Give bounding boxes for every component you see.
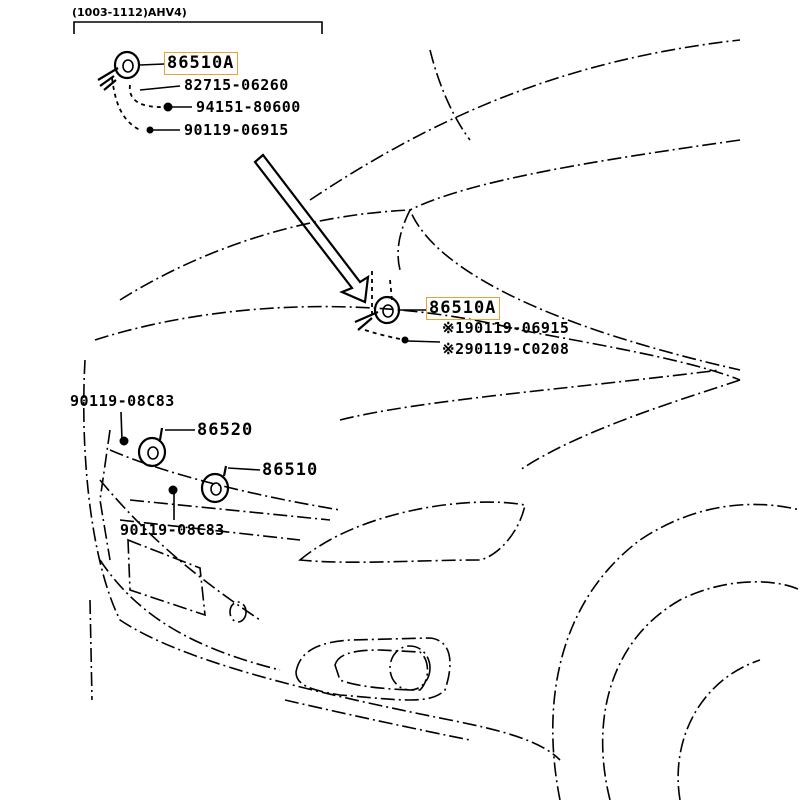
part-label-mid-horn[interactable]: 86510A [426,297,501,320]
mid-horn-icon [354,270,441,344]
part-label-top-clip[interactable]: 82715-06260 [184,76,289,94]
part-label-horn-low[interactable]: 86510 [262,460,319,480]
bumper-lower [99,559,281,671]
hood-bulge [397,209,411,271]
grille-side [99,479,261,621]
tire-outline [601,581,800,801]
windshield-edge [309,39,741,201]
grille-bar-2 [129,499,331,521]
wheel-arch [552,503,800,801]
bumper-outline [82,359,561,761]
horn-86520-icon [119,411,195,468]
part-label-top-nut[interactable]: 94151-80600 [196,98,301,116]
part-label-top-bolt[interactable]: 90119-06915 [184,121,289,139]
model-code-title: (1003-1112)AHV4) [72,6,187,19]
part-label-left-bolt-top[interactable]: 90119-08C83 [70,392,175,410]
tow-hook-cover [229,601,247,623]
top-horn-icon [97,50,192,134]
headlight [298,501,526,564]
grille-bar-1 [119,519,301,541]
fender-line [519,379,741,471]
bumper-corner [89,599,93,701]
part-label-top-horn[interactable]: 86510A [164,52,239,75]
fog-lamp-lens [389,645,431,691]
horn-86510-icon [168,465,261,520]
part-label-mid-bolt-1[interactable]: ※190119-06915 [442,319,570,337]
location-arrow [253,153,370,304]
fog-lamp-bezel [334,649,429,691]
part-label-left-bolt-bottom[interactable]: 90119-08C83 [120,521,225,539]
grille-left [99,429,111,561]
license-plate [127,538,206,617]
hood-lower-edge [94,305,741,381]
part-label-mid-bolt-2[interactable]: ※290119-C0208 [442,340,570,358]
wheel-rim [677,659,761,801]
cowl-line [409,139,741,211]
part-label-horn-high[interactable]: 86520 [197,420,254,440]
group-bracket [73,21,323,34]
a-pillar [429,49,471,141]
hood-crease [339,369,721,421]
bumper-bottom [284,699,471,741]
fog-lamp-housing [295,637,451,701]
hood-front-edge [119,209,741,371]
